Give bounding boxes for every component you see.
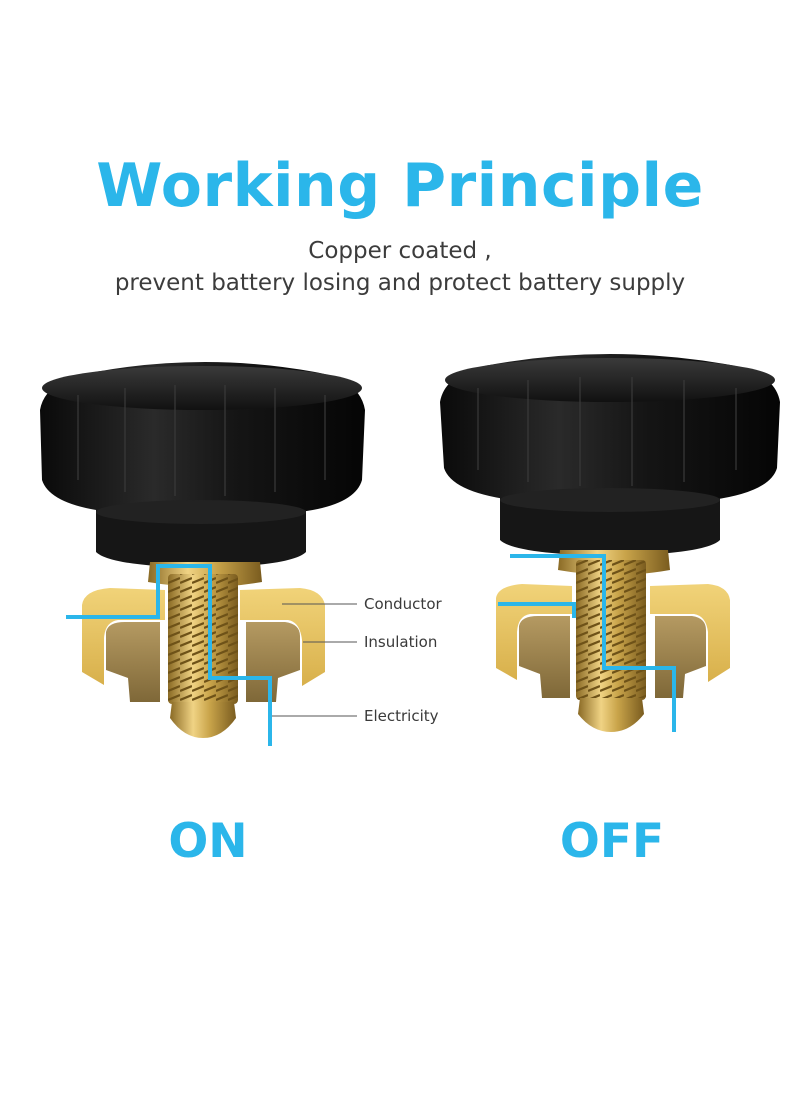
off-insulation-right [655,616,706,698]
off-conductor-right [650,584,730,682]
off-conductor-left [496,584,572,680]
insulation-label: Insulation [364,633,438,651]
off-terminal [440,354,780,732]
on-state-label: ON [168,814,248,869]
conductor-label: Conductor [364,595,442,613]
on-knob [40,362,365,568]
off-state-label: OFF [559,814,665,869]
on-insulation-left [106,622,160,702]
on-conductor-left [82,588,165,685]
on-electricity-path [66,564,272,746]
on-conductor-right [240,588,325,686]
subtitle-line-2: prevent battery losing and protect batte… [114,270,686,296]
callout-lines [272,603,357,717]
on-terminal [40,362,365,746]
page-title: Working Principle [96,151,704,221]
subtitle-line-1: Copper coated , [308,238,492,264]
on-insulation-right [246,622,300,702]
off-insulation-left [519,616,570,698]
electricity-label: Electricity [364,707,439,725]
off-electricity-path-left [498,602,576,618]
off-bolt [576,560,646,732]
off-electricity-path-right [510,554,676,732]
off-knob [440,354,780,556]
on-bolt [168,574,238,738]
